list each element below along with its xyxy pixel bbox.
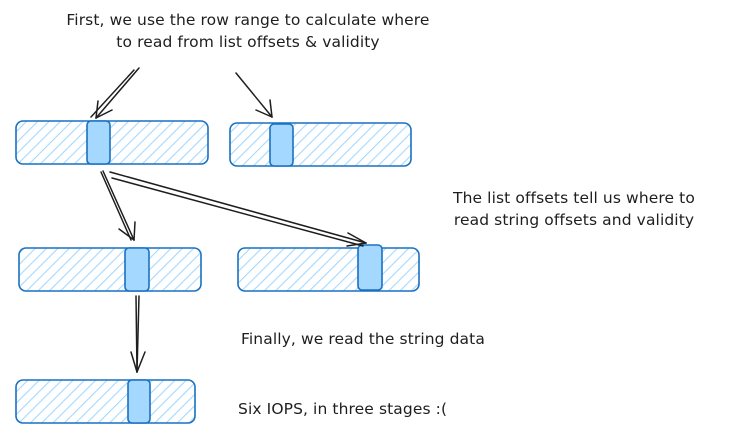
- list-validity-buffer: [229, 122, 412, 167]
- stage1-note: First, we use the row range to calculate…: [0, 9, 496, 53]
- stage2-note-line2: read string offsets and validity: [453, 211, 695, 229]
- stage2-note-line1: The list offsets tell us where to: [453, 189, 695, 207]
- string-data-buffer: [15, 379, 196, 424]
- stage1-note-line1: First, we use the row range to calculate…: [66, 11, 430, 29]
- summary-note: Six IOPS, in three stages :(: [238, 398, 447, 420]
- list-validity-read-block: [269, 123, 294, 167]
- string-offsets-read-block: [124, 247, 150, 292]
- string-offsets-buffer: [18, 247, 202, 292]
- stage3-note-text: Finally, we read the string data: [241, 330, 485, 348]
- arrow-note-to-list-validity: [235, 72, 273, 118]
- arrow-string-offsets-to-string-data: [130, 295, 146, 373]
- stage3-note: Finally, we read the string data: [241, 328, 485, 350]
- summary-note-text: Six IOPS, in three stages :(: [238, 400, 448, 418]
- arrow-list-offsets-to-string-validity: [109, 171, 367, 247]
- stage2-note: The list offsets tell us where to read s…: [396, 187, 752, 231]
- string-validity-read-block: [357, 244, 383, 291]
- string-data-read-block: [127, 379, 151, 424]
- list-offsets-buffer: [15, 120, 209, 165]
- list-offsets-read-block: [86, 120, 111, 165]
- arrow-list-offsets-to-string-offsets: [100, 170, 136, 241]
- string-validity-buffer: [237, 244, 420, 292]
- stage1-note-line2: to read from list offsets & validity: [116, 33, 380, 51]
- arrow-note-to-list-offsets: [90, 67, 140, 119]
